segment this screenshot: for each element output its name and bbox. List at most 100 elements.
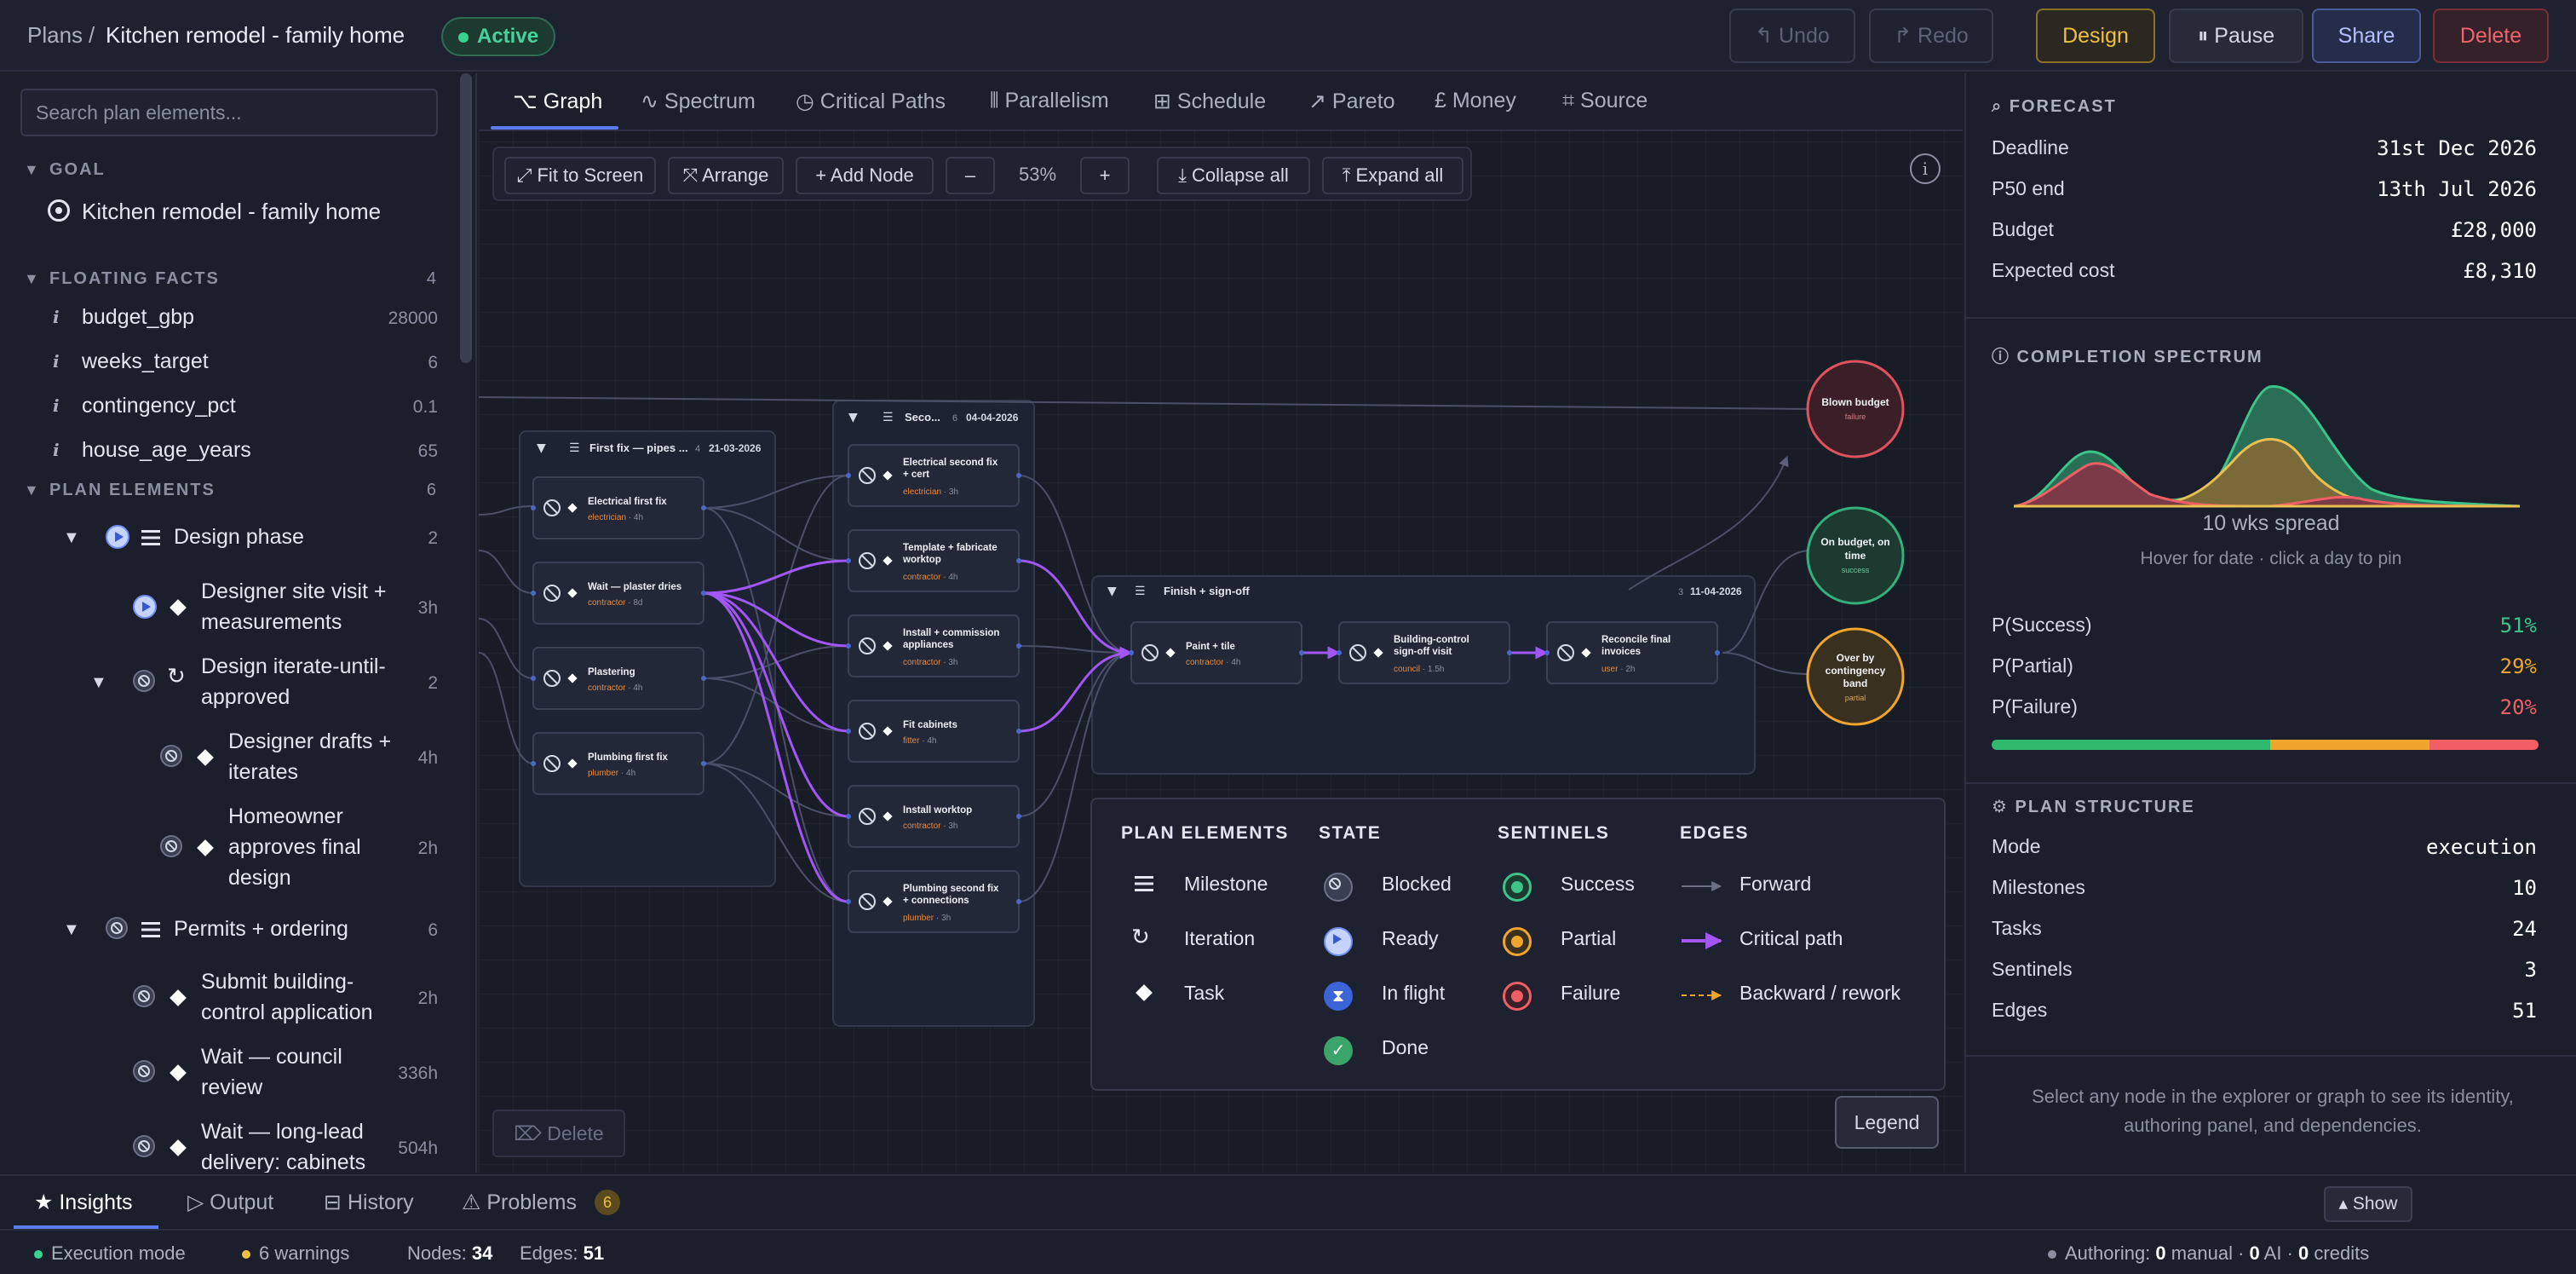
sidebar-scrollbar[interactable] bbox=[460, 73, 472, 363]
node-title: Building-control bbox=[1394, 635, 1469, 645]
arrange-button[interactable]: ⤧ Arrange bbox=[668, 157, 784, 194]
tree-milestone-design-phase[interactable]: ▼ Design phase 2 bbox=[63, 525, 438, 549]
node-port[interactable] bbox=[701, 761, 706, 766]
node-port[interactable] bbox=[846, 643, 851, 649]
tab-parallelism[interactable]: ⫴ Parallelism bbox=[990, 89, 1109, 112]
node-port[interactable] bbox=[846, 729, 851, 734]
node-port[interactable] bbox=[1544, 650, 1550, 655]
fact-item[interactable]: i contingency_pct 0.1 bbox=[53, 394, 438, 418]
zoom-out-button[interactable]: – bbox=[946, 157, 995, 194]
node-port[interactable] bbox=[1715, 650, 1720, 655]
sentinel-blown-budget[interactable]: Blown budget failure bbox=[1806, 360, 1905, 458]
graph-task-node[interactable]: Plumbing second fix+ connectionsplumber … bbox=[846, 870, 1021, 933]
node-port[interactable] bbox=[1507, 650, 1512, 655]
fact-item[interactable]: i house_age_years 65 bbox=[53, 438, 438, 462]
breadcrumb-plans[interactable]: Plans bbox=[27, 22, 83, 48]
search-input[interactable] bbox=[20, 89, 438, 136]
node-port[interactable] bbox=[531, 505, 536, 510]
tab-insights[interactable]: ★ Insights bbox=[34, 1190, 133, 1214]
tab-output[interactable]: ▷ Output bbox=[187, 1190, 274, 1214]
tab-problems[interactable]: ⚠ Problems bbox=[462, 1190, 577, 1214]
tab-pareto[interactable]: ↗ Pareto bbox=[1308, 89, 1395, 113]
show-panel-button[interactable]: ▴ Show bbox=[2324, 1186, 2412, 1222]
expand-all-button[interactable]: ⤒ Expand all bbox=[1322, 157, 1463, 194]
completion-spectrum-chart[interactable] bbox=[2014, 383, 2520, 511]
pause-button[interactable]: ⏸ Pause bbox=[2169, 9, 2303, 63]
tab-graph[interactable]: ⌥ Graph bbox=[513, 89, 603, 113]
node-port[interactable] bbox=[846, 814, 851, 819]
chevron-down-icon[interactable]: ▼ bbox=[63, 528, 80, 547]
floating-facts-header[interactable]: ▼FLOATING FACTS bbox=[24, 269, 220, 288]
chevron-down-icon[interactable]: ▼ bbox=[90, 673, 107, 692]
sentinel-over-contingency[interactable]: Over by contingency band partial bbox=[1806, 627, 1905, 726]
goal-item[interactable]: Kitchen remodel - family home bbox=[0, 193, 460, 235]
tree-task[interactable]: Wait — long-lead delivery: cabinets 504h bbox=[0, 1115, 460, 1173]
node-port[interactable] bbox=[1016, 473, 1021, 478]
tab-money[interactable]: £ Money bbox=[1435, 89, 1516, 112]
node-port[interactable] bbox=[531, 591, 536, 596]
tree-milestone-permits[interactable]: ▼ Permits + ordering 6 bbox=[63, 917, 438, 941]
tab-spectrum[interactable]: ∿ Spectrum bbox=[641, 89, 756, 113]
node-port[interactable] bbox=[1016, 814, 1021, 819]
redo-button[interactable]: ↱ Redo bbox=[1869, 9, 1993, 63]
collapse-all-button[interactable]: ⤓ Collapse all bbox=[1157, 157, 1310, 194]
design-button[interactable]: Design bbox=[2036, 9, 2155, 63]
legend-toggle-button[interactable]: Legend bbox=[1835, 1096, 1939, 1149]
chevron-down-icon[interactable]: ▼ bbox=[63, 920, 80, 939]
node-port[interactable] bbox=[1129, 650, 1134, 655]
node-port[interactable] bbox=[701, 505, 706, 510]
undo-button[interactable]: ↰ Undo bbox=[1729, 9, 1855, 63]
node-port[interactable] bbox=[1016, 729, 1021, 734]
share-button[interactable]: Share bbox=[2312, 9, 2421, 63]
node-port[interactable] bbox=[701, 676, 706, 681]
tree-task[interactable]: Homeowner approves final design 2h bbox=[0, 799, 460, 898]
node-port[interactable] bbox=[846, 899, 851, 904]
info-icon[interactable]: i bbox=[1910, 153, 1941, 184]
node-port[interactable] bbox=[1337, 650, 1342, 655]
node-port[interactable] bbox=[846, 558, 851, 563]
warnings-status[interactable]: 6 warnings bbox=[242, 1242, 349, 1265]
sentinel-on-budget[interactable]: On budget, on time success bbox=[1806, 506, 1905, 605]
graph-task-node[interactable]: Install + commissionappliancescontractor… bbox=[846, 614, 1021, 677]
fact-item[interactable]: i budget_gbp 28000 bbox=[53, 305, 438, 329]
zoom-in-button[interactable]: + bbox=[1080, 157, 1130, 194]
graph-canvas[interactable]: ▼ ☰ First fix — pipes ... 4 21-03-2026 ▼… bbox=[479, 73, 1963, 1173]
tab-schedule[interactable]: ⊞ Schedule bbox=[1153, 89, 1267, 113]
tree-iteration[interactable]: ▼ ↻ Design iterate-until- approved 2 bbox=[90, 654, 438, 709]
plan-elements-header[interactable]: ▼PLAN ELEMENTS bbox=[24, 481, 216, 499]
node-port[interactable] bbox=[701, 591, 706, 596]
delete-node-button[interactable]: ⌦ Delete bbox=[492, 1110, 625, 1157]
delete-button[interactable]: Delete bbox=[2433, 9, 2549, 63]
tree-task[interactable]: Designer drafts + iterates 4h bbox=[0, 724, 460, 793]
node-port[interactable] bbox=[1016, 643, 1021, 649]
tab-critical-paths[interactable]: ◷ Critical Paths bbox=[796, 89, 946, 113]
node-port[interactable] bbox=[1016, 558, 1021, 563]
tree-task[interactable]: Designer site visit + measurements 3h bbox=[0, 574, 460, 643]
node-port[interactable] bbox=[1299, 650, 1304, 655]
tree-task[interactable]: Wait — council review 336h bbox=[0, 1040, 460, 1108]
node-port[interactable] bbox=[846, 473, 851, 478]
node-port[interactable] bbox=[531, 761, 536, 766]
fit-to-screen-button[interactable]: ⤢ Fit to Screen bbox=[504, 157, 656, 194]
tab-source[interactable]: ⌗ Source bbox=[1562, 89, 1648, 112]
tab-history[interactable]: ⊟ History bbox=[324, 1190, 414, 1214]
dependency-graph[interactable]: ▼ ☰ First fix — pipes ... 4 21-03-2026 ▼… bbox=[479, 73, 1963, 1173]
node-port[interactable] bbox=[1016, 899, 1021, 904]
node-port[interactable] bbox=[531, 676, 536, 681]
add-node-button[interactable]: + Add Node bbox=[796, 157, 934, 194]
goal-section-header[interactable]: ▼GOAL bbox=[24, 160, 106, 179]
fact-item[interactable]: i weeks_target 6 bbox=[53, 349, 438, 373]
tree-task[interactable]: Submit building- control application 2h bbox=[0, 965, 460, 1033]
execution-mode-status[interactable]: Execution mode bbox=[34, 1242, 186, 1265]
